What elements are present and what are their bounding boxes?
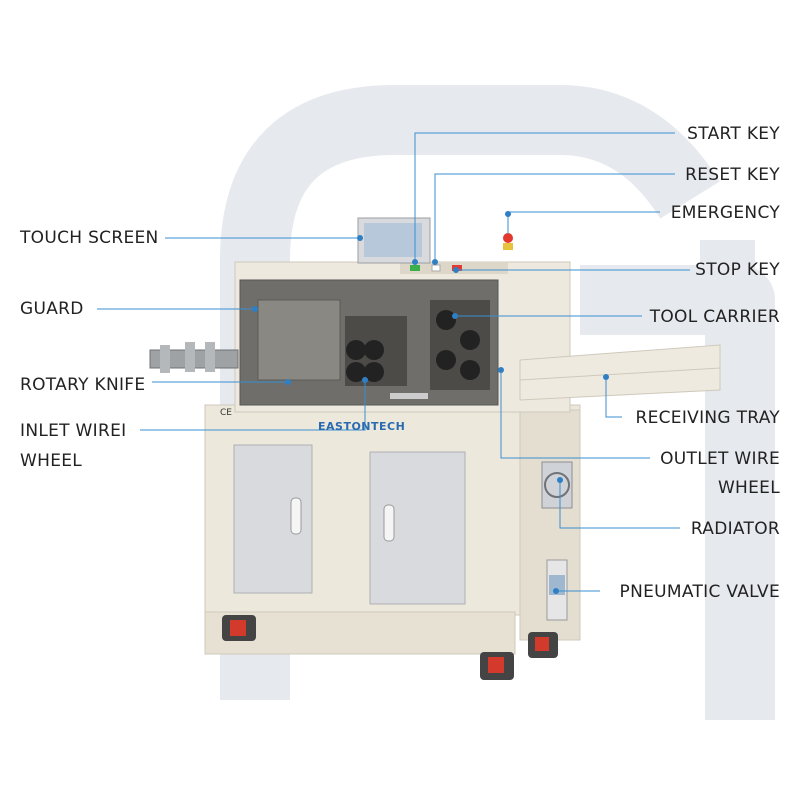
ce-mark: CE — [220, 408, 232, 418]
label-start-key: START KEY — [687, 124, 780, 144]
machine-upper-body — [234, 261, 571, 413]
receiving-tray — [519, 344, 721, 401]
label-reset-key: RESET KEY — [685, 165, 780, 185]
label-inlet-wire-line2: WHEEL — [20, 451, 83, 471]
leader-lines — [97, 132, 690, 592]
inlet-guide — [149, 342, 239, 373]
watermark-square — [700, 240, 755, 295]
label-rotary-knife: ROTARY KNIFE — [20, 375, 146, 395]
label-stop-key: STOP KEY — [695, 260, 780, 280]
leader-dots — [252, 211, 609, 594]
machine-cabinet — [204, 404, 581, 655]
control-panel — [357, 217, 513, 274]
label-touch-screen: TOUCH SCREEN — [20, 228, 159, 248]
label-emergency: EMERGENCY — [670, 203, 780, 223]
label-outlet-wire-line2: WHEEL — [717, 478, 780, 498]
label-inlet-wire-line1: INLET WIREI — [20, 421, 127, 441]
caster-wheels — [222, 615, 558, 680]
brand-logo: EASTONTECH — [318, 420, 406, 433]
label-tool-carrier: TOOL CARRIER — [649, 307, 780, 327]
label-pneumatic-valve: PNEUMATIC VALVE — [619, 582, 780, 602]
side-components — [541, 461, 573, 621]
label-guard: GUARD — [20, 299, 84, 319]
label-radiator: RADIATOR — [690, 519, 780, 539]
label-outlet-wire-line1: OUTLET WIRE — [660, 449, 780, 469]
label-receiving-tray: RECEIVING TRAY — [635, 408, 780, 428]
